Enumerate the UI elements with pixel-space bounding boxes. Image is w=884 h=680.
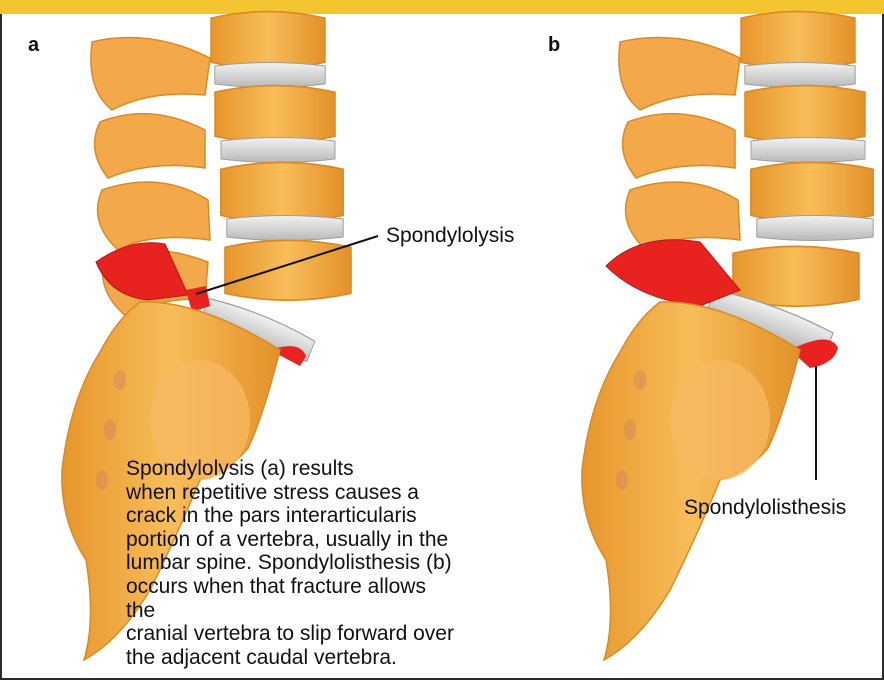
panel-b-spine [582, 12, 873, 660]
figure-caption: Spondylolysis (a) results when repetitiv… [126, 457, 456, 669]
spondylolisthesis-label: Spondylolisthesis [684, 496, 846, 520]
spondylolysis-label: Spondylolysis [386, 224, 514, 248]
panel-a-letter: a [28, 34, 39, 57]
panel-b-letter: b [548, 34, 560, 57]
